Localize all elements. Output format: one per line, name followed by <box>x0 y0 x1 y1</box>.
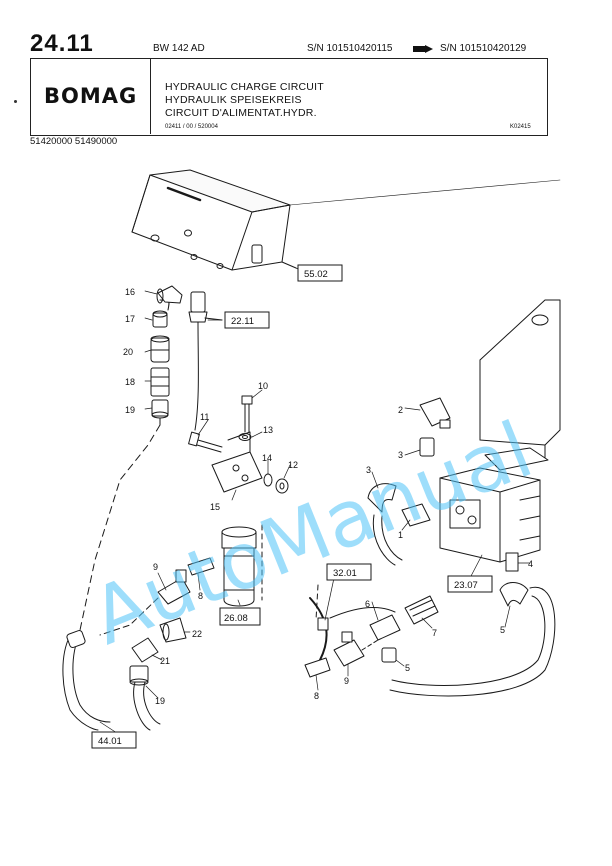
drawing-reference: K02415 <box>510 124 531 130</box>
washer-13 <box>238 433 252 441</box>
ref-32-01: 32.01 <box>333 568 357 579</box>
callout-21: 21 <box>160 656 170 666</box>
callout-9-right: 9 <box>344 676 349 686</box>
fitting-5-low <box>381 647 397 663</box>
callout-15: 15 <box>210 502 220 512</box>
reference-boxes <box>91 264 493 749</box>
margin-dot <box>14 100 17 103</box>
callout-6: 6 <box>365 599 370 609</box>
callout-3-upper: 3 <box>398 450 403 460</box>
ref-23-07: 23.07 <box>454 580 478 591</box>
ref-55-02: 55.02 <box>304 269 328 280</box>
fitting-19-low <box>129 665 149 686</box>
bolt-11 <box>188 431 223 453</box>
ref-box-23-07 <box>447 575 493 593</box>
callout-13: 13 <box>263 425 273 435</box>
fitting-1 <box>401 503 431 527</box>
callout-16: 16 <box>125 287 135 297</box>
fitting-6 <box>369 614 401 641</box>
callout-8-left: 8 <box>198 591 203 601</box>
callout-7: 7 <box>432 628 437 638</box>
callout-3-lower: 3 <box>366 465 371 475</box>
callout-8-right: 8 <box>314 691 319 701</box>
tee-9-right <box>333 631 365 667</box>
hose-fitting-7 <box>404 595 439 625</box>
doc-reference: 02411 / 00 / 520004 <box>165 124 218 130</box>
fitting-20 <box>150 335 170 363</box>
callout-19-low: 19 <box>155 696 165 706</box>
tee-fitting-upper <box>188 291 208 323</box>
fitting-8-right <box>304 657 331 678</box>
ref-26-08: 26.08 <box>224 613 248 624</box>
callout-18: 18 <box>125 377 135 387</box>
title-frame <box>30 58 548 136</box>
callout-1: 1 <box>398 530 403 540</box>
callout-5-right: 5 <box>500 625 505 635</box>
logo-cell <box>30 58 151 134</box>
callout-4: 4 <box>528 559 533 569</box>
control-box-drawing <box>131 169 561 271</box>
filter-26-08 <box>221 526 257 607</box>
bolt-10 <box>241 395 253 433</box>
tee-fitting-9-left <box>157 569 191 605</box>
reference-labels: 55.02 22.11 26.08 32.01 23.07 44.01 <box>98 269 478 747</box>
callout-19-top: 19 <box>125 405 135 415</box>
fitting-17 <box>152 310 168 328</box>
tank-outline <box>479 299 561 461</box>
callout-10: 10 <box>258 381 268 391</box>
title-de: HYDRAULIK SPEISEKREIS <box>165 94 302 106</box>
ref-box-26-08 <box>219 607 261 626</box>
ref-22-11: 22.11 <box>231 316 254 327</box>
callout-14: 14 <box>262 453 272 463</box>
callout-17: 17 <box>125 314 135 324</box>
fitting-16 <box>156 285 183 304</box>
washer-14 <box>263 473 273 487</box>
hose-32-01 <box>309 597 329 661</box>
callout-11: 11 <box>200 412 209 422</box>
fitting-21 <box>131 637 159 663</box>
model-name: BW 142 AD <box>153 43 205 54</box>
fitting-22 <box>159 617 187 643</box>
valve-block-23-07 <box>439 447 549 563</box>
serial-from: S/N 101510420115 <box>307 43 393 54</box>
title-fr: CIRCUIT D'ALIMENTAT.HYDR. <box>165 107 317 119</box>
ref-box-32-01 <box>326 563 372 581</box>
callout-labels: 16 17 20 18 19 10 11 13 14 12 15 9 8 22 … <box>123 287 533 706</box>
callout-5-low: 5 <box>405 663 410 673</box>
ref-box-22-11 <box>224 311 270 329</box>
brand-logo: BOMAG <box>44 84 138 108</box>
nut-12 <box>275 478 289 494</box>
ref-44-01: 44.01 <box>98 736 122 747</box>
callout-9-left: 9 <box>153 562 158 572</box>
part-numbers: 51420000 51490000 <box>30 136 118 147</box>
elbow-5-right <box>499 582 529 607</box>
ref-box-55-02 <box>297 264 343 282</box>
callout-22: 22 <box>192 629 202 639</box>
fitting-4 <box>505 552 519 572</box>
elbow-3-lower <box>367 483 397 513</box>
fitting-19-top <box>151 399 169 419</box>
fitting-3-upper <box>419 437 435 457</box>
serial-range-arrow-icon <box>413 45 433 53</box>
fitting-2 <box>419 397 451 429</box>
fitting-8-left <box>187 557 215 576</box>
callout-20: 20 <box>123 347 133 357</box>
serial-to: S/N 101510420129 <box>440 43 527 54</box>
page-number: 24.11 <box>30 30 94 57</box>
callout-2: 2 <box>398 405 403 415</box>
filter-bracket-15 <box>211 431 263 493</box>
callout-12: 12 <box>288 460 298 470</box>
title-en: HYDRAULIC CHARGE CIRCUIT <box>165 81 324 93</box>
ref-box-44-01 <box>91 731 137 749</box>
fitting-18 <box>150 367 170 397</box>
